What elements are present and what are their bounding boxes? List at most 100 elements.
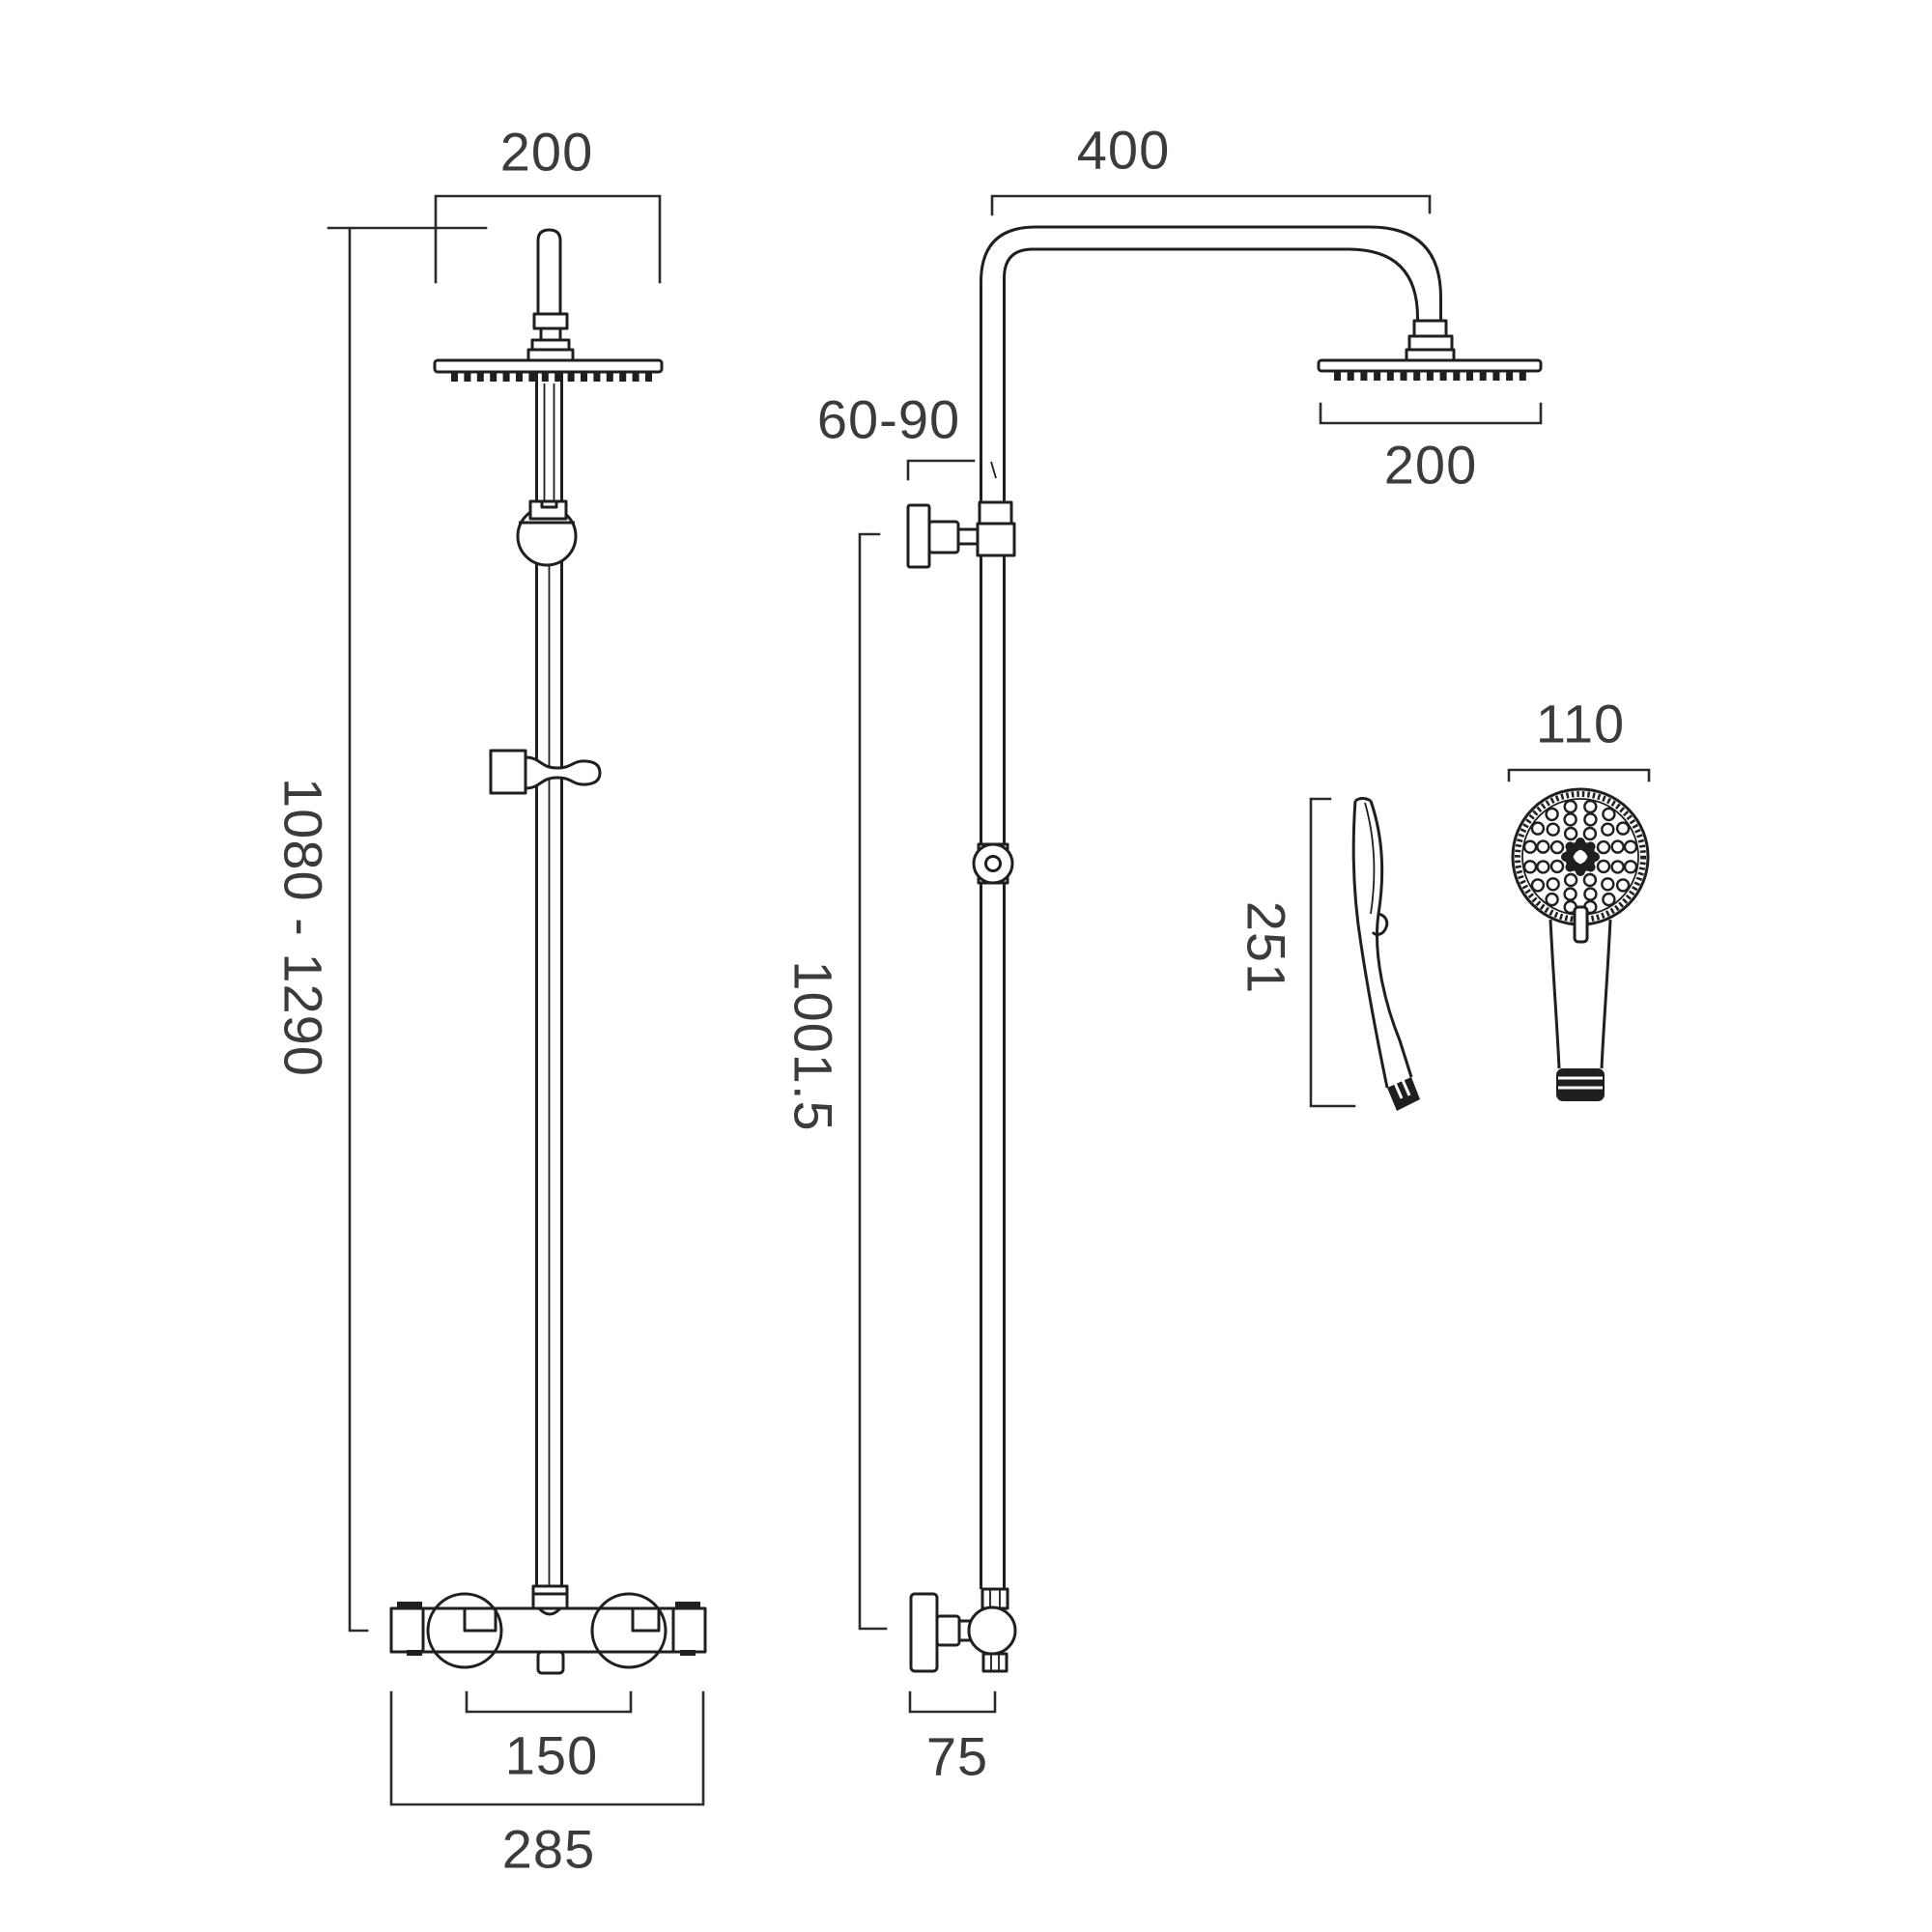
side-valve-body-circle: [967, 1605, 1017, 1656]
side-valve: [909, 1587, 1017, 1673]
front-head-plate: [433, 358, 664, 374]
nozzle-tooth: [1400, 371, 1407, 381]
side-valve-knob: [935, 1614, 961, 1647]
handset-nozzle: [1623, 839, 1638, 854]
valve-inlet-tab: [675, 1602, 700, 1609]
handset-nozzle: [1583, 812, 1598, 827]
holder-block: [489, 749, 527, 795]
nozzle-tooth: [645, 372, 652, 382]
front-dim-valve-width: 285: [389, 1690, 705, 1880]
nozzle-tooth: [1347, 371, 1354, 381]
handset-nozzle: [1563, 812, 1577, 827]
side-dim-valve-depth: 75: [908, 1690, 997, 1787]
handset-nozzle: [1546, 877, 1560, 892]
holder-cradle: [524, 755, 602, 790]
handset-face: [1511, 787, 1650, 1101]
handset-nozzle-pattern: [1522, 799, 1638, 915]
handset-centre-emblem: [1561, 838, 1600, 876]
side-head-nut: [1412, 319, 1448, 338]
handset-handle-cap: [1556, 1068, 1605, 1101]
nozzle-tooth: [490, 372, 497, 382]
wand-face-seam: [1364, 802, 1376, 915]
side-dim-arm-reach: 400: [990, 120, 1432, 216]
front-dim-head-width: 200: [434, 122, 662, 284]
handset-nozzle: [1549, 839, 1565, 855]
front-head-nut: [532, 312, 569, 330]
handset-nozzle: [1563, 887, 1577, 901]
handset-dim-length: 251: [1236, 797, 1356, 1108]
front-dim-height-range: 1080 - 1290: [273, 226, 488, 1633]
bracket-wall-plate: [906, 503, 931, 569]
nozzle-tooth: [1439, 371, 1447, 381]
side-upper-wall-bracket: [906, 500, 1016, 569]
handset-stem: [1573, 905, 1589, 944]
handset-nozzle: [1545, 807, 1559, 822]
front-head-neck: [539, 327, 562, 342]
side-dim-rail-length: 1001.5: [783, 532, 888, 1631]
handset-nozzle: [1530, 878, 1546, 893]
side-view: 400 200 60-90: [783, 120, 1543, 1787]
handset-nozzle: [1582, 872, 1598, 888]
handset-nozzle: [1536, 860, 1550, 874]
nozzle-tooth: [554, 372, 562, 382]
handset-handle-left-edge: [1548, 919, 1561, 1069]
handset-length-label: 251: [1236, 901, 1297, 994]
valve-inlet-tab: [680, 1650, 696, 1656]
nozzle-tooth: [464, 372, 471, 382]
side-shower-head: [1317, 319, 1543, 381]
handset-nozzle: [1563, 826, 1578, 841]
side-rail-length-label: 1001.5: [783, 960, 844, 1131]
handset-nozzle: [1610, 860, 1625, 874]
nozzle-tooth: [1479, 371, 1487, 381]
nozzle-tooth: [567, 372, 575, 382]
wand-clip-hook: [1371, 912, 1389, 936]
front-head-inlet-pipe: [536, 228, 562, 314]
nozzle-tooth: [619, 372, 627, 382]
handset-nozzle: [1545, 892, 1559, 907]
side-valve-depth-label: 75: [926, 1726, 988, 1787]
side-wall-offset-label: 60-90: [817, 389, 960, 450]
handset-side-wand: [1351, 797, 1420, 1111]
nozzle-tooth: [1334, 371, 1341, 381]
front-valve-width-label: 285: [502, 1819, 595, 1880]
nozzle-tooth: [606, 372, 613, 382]
handset-nozzle: [1583, 887, 1598, 901]
valve-inlet-tab: [407, 1650, 422, 1656]
side-head-flange-lower: [1405, 348, 1456, 362]
nozzle-tooth: [1426, 371, 1434, 381]
valve-bottom-outlet: [536, 1650, 565, 1675]
side-head-nozzle-teeth: [1334, 371, 1526, 381]
nozzle-tooth: [1374, 371, 1381, 381]
handset-nozzle: [1602, 807, 1616, 822]
nozzle-tooth: [502, 372, 510, 382]
rail-clamp-top: [978, 500, 1013, 526]
arm-inner-edge: [1003, 247, 1419, 504]
side-valve-wall-plate: [909, 1592, 939, 1673]
handset-nozzle: [1563, 799, 1577, 814]
valve-handle-left-step: [463, 1608, 497, 1633]
handset-side-view: 251: [1236, 797, 1420, 1111]
nozzle-tooth: [1519, 371, 1526, 381]
side-arm-reach-label: 400: [1077, 120, 1170, 181]
bracket-knob: [927, 520, 960, 554]
front-riser-rail: [535, 372, 563, 1586]
side-riser-and-arm: [980, 225, 1442, 1589]
handset-nozzle: [1610, 839, 1625, 854]
side-valve-top-connector: [980, 1587, 1009, 1610]
front-view: 200 1080 - 1290: [273, 122, 707, 1880]
arm-outer-edge: [980, 225, 1442, 504]
handset-nozzle: [1596, 839, 1611, 855]
handset-nozzle: [1530, 821, 1546, 836]
nozzle-tooth: [593, 372, 601, 382]
front-handle-centres-label: 150: [505, 1725, 598, 1786]
front-head-width-label: 200: [500, 122, 593, 183]
nozzle-tooth: [1386, 371, 1394, 381]
front-head-flange-lower: [526, 348, 575, 362]
front-dim-handle-centres: 150: [465, 1690, 633, 1786]
nozzle-tooth: [1506, 371, 1514, 381]
nozzle-tooth: [1360, 371, 1368, 381]
handset-nozzle: [1615, 878, 1631, 893]
handset-nozzle: [1623, 860, 1638, 874]
side-head-flange-upper: [1407, 334, 1454, 352]
